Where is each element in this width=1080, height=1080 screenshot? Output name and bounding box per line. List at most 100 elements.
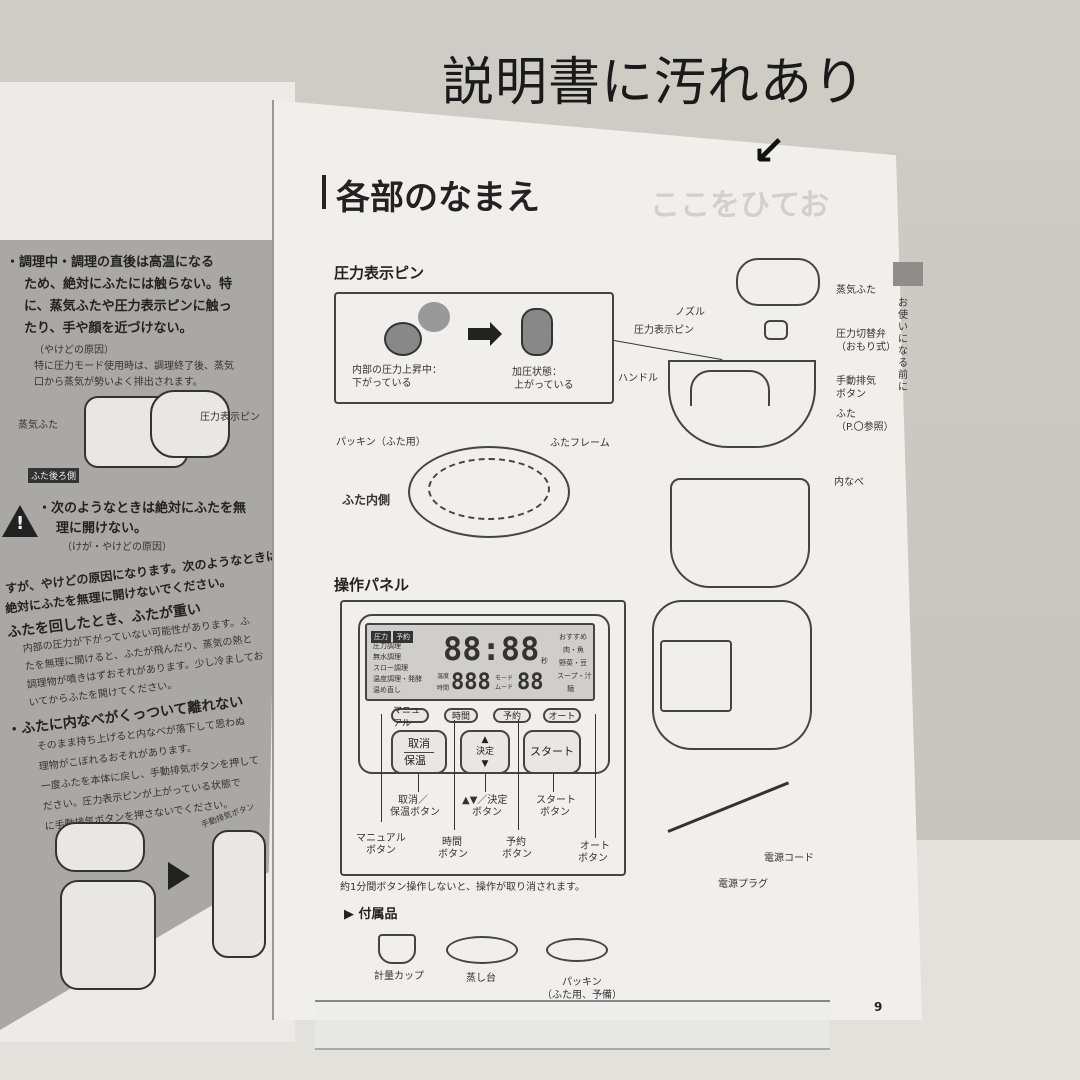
left-bullet2-line2: 理に開けない。 — [56, 521, 148, 536]
handle-drawing — [690, 370, 770, 406]
callout-line-cancel — [418, 774, 419, 792]
label-lid2: （P.〇参照） — [836, 422, 894, 433]
label-pressure-pin: 圧力表示ピン — [634, 325, 694, 336]
arrow-right-icon — [168, 862, 190, 890]
gasket-spare-icon — [546, 938, 608, 962]
confirm-label: 決定 — [475, 747, 494, 757]
arrow-right-icon — [468, 322, 502, 346]
control-panel-box — [340, 600, 626, 876]
page-number: 9 — [874, 1000, 883, 1014]
lcd-right-mode-5: 麺 — [567, 685, 574, 693]
lcd-sub-digits: 888 — [451, 670, 491, 695]
steam-rack-icon — [446, 936, 518, 964]
cooker-lid-lifted-illustration — [55, 822, 145, 872]
callout-line-select — [485, 774, 486, 792]
label-lid-inside: ふた内側 — [342, 493, 391, 507]
lcd-mode-4: 温度調理・発酵 — [373, 675, 422, 683]
time-button[interactable]: 時間 — [444, 708, 478, 723]
callout-select-2: ボタン — [472, 807, 502, 818]
label-gasket: パッキン（ふた用） — [336, 437, 426, 448]
lcd-right-mode-2: 肉・魚 — [563, 646, 584, 654]
right-page — [272, 100, 922, 1020]
callout-line-auto — [595, 714, 596, 838]
pin-up-icon — [521, 308, 553, 356]
manual-button[interactable]: マニュアル — [391, 706, 429, 729]
left-bullet1-line4: たり、手や顔を近づけない。 — [24, 321, 193, 336]
left-bullet1-line1: ・調理中・調理の直後は高温になる — [6, 255, 215, 270]
cooker-body-illustration — [60, 880, 156, 990]
callout-line-manual — [381, 714, 382, 822]
inner-pot-drawing — [670, 478, 810, 588]
warning-icon — [2, 505, 38, 537]
cooker-closed-illustration — [212, 830, 266, 958]
accessory-label-gasket-sub: （ふた用、予備） — [542, 990, 622, 1001]
timer-button[interactable]: 予約 — [493, 708, 531, 723]
page-title: 各部のなまえ — [336, 178, 540, 218]
lcd-mode-2: 無水調理 — [373, 653, 401, 661]
callout-time-2: ボタン — [438, 849, 468, 860]
cooker-panel-drawing — [660, 640, 732, 712]
lcd-mode-5: 温め直し — [373, 686, 401, 694]
callout-line-start — [553, 774, 554, 792]
cooker-handle-illustration — [150, 390, 230, 458]
left-label-pressure-pin: 圧力表示ピン — [200, 412, 260, 423]
title-bar-decoration — [322, 175, 326, 209]
left-bullet1-line3: に、蒸気ふたや圧力表示ピンに触っ — [24, 299, 232, 314]
left-bullet1-line2: ため、絶対にふたには触らない。特 — [24, 277, 233, 292]
pressure-pin-box — [334, 292, 614, 404]
up-arrow-icon: ▲ — [481, 735, 489, 745]
lcd-display: 圧力 予約 圧力調理 無水調理 スロー調理 温度調理・発酵 温め直し 88:88… — [365, 623, 595, 701]
callout-select-1: ▲▼／決定 — [462, 795, 508, 806]
photo-caption: 説明書に汚れあり — [442, 53, 867, 113]
accessory-label-gasket: パッキン — [562, 977, 602, 988]
callout-timer-2: ボタン — [502, 849, 532, 860]
pin-up-label1: 加圧状態： — [512, 367, 562, 378]
lcd-sub-right-digits: 88 — [517, 670, 544, 695]
measuring-cup-icon — [378, 934, 416, 964]
pressure-valve-drawing — [764, 320, 788, 340]
label-power-cord: 電源コード — [764, 853, 814, 864]
start-button[interactable]: スタート — [523, 730, 581, 774]
cancel-keepwarm-button[interactable]: 取消 保温 — [391, 730, 447, 774]
stain-marker-arrow-icon: ↙ — [752, 128, 786, 174]
callout-start-2: ボタン — [540, 807, 570, 818]
acrylic-stand — [315, 1000, 830, 1050]
label-lid-frame: ふたフレーム — [550, 438, 610, 449]
pin-down-label1: 内部の圧力上昇中： — [352, 365, 442, 376]
lcd-mode-3: スロー調理 — [373, 664, 408, 672]
lcd-main-digits: 88:88 — [443, 630, 540, 668]
pin-down-icon — [384, 322, 422, 356]
pin-down-label2: 下がっている — [352, 378, 412, 389]
down-arrow-icon: ▼ — [481, 759, 489, 769]
left-bullet2-note: （けが・やけどの原因） — [62, 542, 172, 553]
lcd-tag-pressure: 圧力 — [371, 631, 391, 643]
label-manual-exhaust2: ボタン — [836, 389, 866, 400]
left-label-steam-lid: 蒸気ふた — [18, 420, 58, 431]
left-bullet1-note1: （やけどの原因） — [34, 345, 114, 356]
pin-up-label2: 上がっている — [514, 380, 574, 391]
left-bullet2-line1: ・次のようなときは絶対にふたを無 — [38, 501, 247, 516]
callout-auto-2: ボタン — [578, 853, 608, 864]
callout-start-1: スタート — [536, 795, 576, 806]
select-confirm-button[interactable]: ▲ 決定 ▼ — [460, 730, 510, 774]
auto-button[interactable]: オート — [543, 708, 581, 723]
cancel-label: 取消 — [408, 736, 430, 750]
callout-cancel-1: 取消／ — [398, 795, 428, 806]
callout-line-timer — [518, 720, 519, 830]
callout-timer-1: 予約 — [506, 837, 526, 848]
callout-cancel-2: 保温ボタン — [390, 807, 440, 818]
lcd-right-mode-4: スープ・汁 — [557, 672, 592, 680]
lcd-main-unit: 秒 — [541, 657, 548, 665]
control-panel-heading: 操作パネル — [334, 576, 410, 594]
label-lid1: ふた — [836, 409, 856, 420]
lid-inside-drawing — [408, 446, 570, 538]
label-pressure-valve2: （おもり式） — [836, 342, 896, 353]
label-power-plug: 電源プラグ — [718, 879, 768, 890]
callout-manual-1: マニュアル — [356, 833, 406, 844]
cooker-body-drawing — [652, 600, 812, 750]
accessory-label-rack: 蒸し台 — [466, 973, 496, 984]
gasket-drawing — [428, 458, 550, 520]
lcd-mode-1: 圧力調理 — [373, 642, 401, 650]
pressure-pin-heading: 圧力表示ピン — [334, 264, 425, 282]
label-inner-pot: 内なべ — [834, 477, 864, 488]
